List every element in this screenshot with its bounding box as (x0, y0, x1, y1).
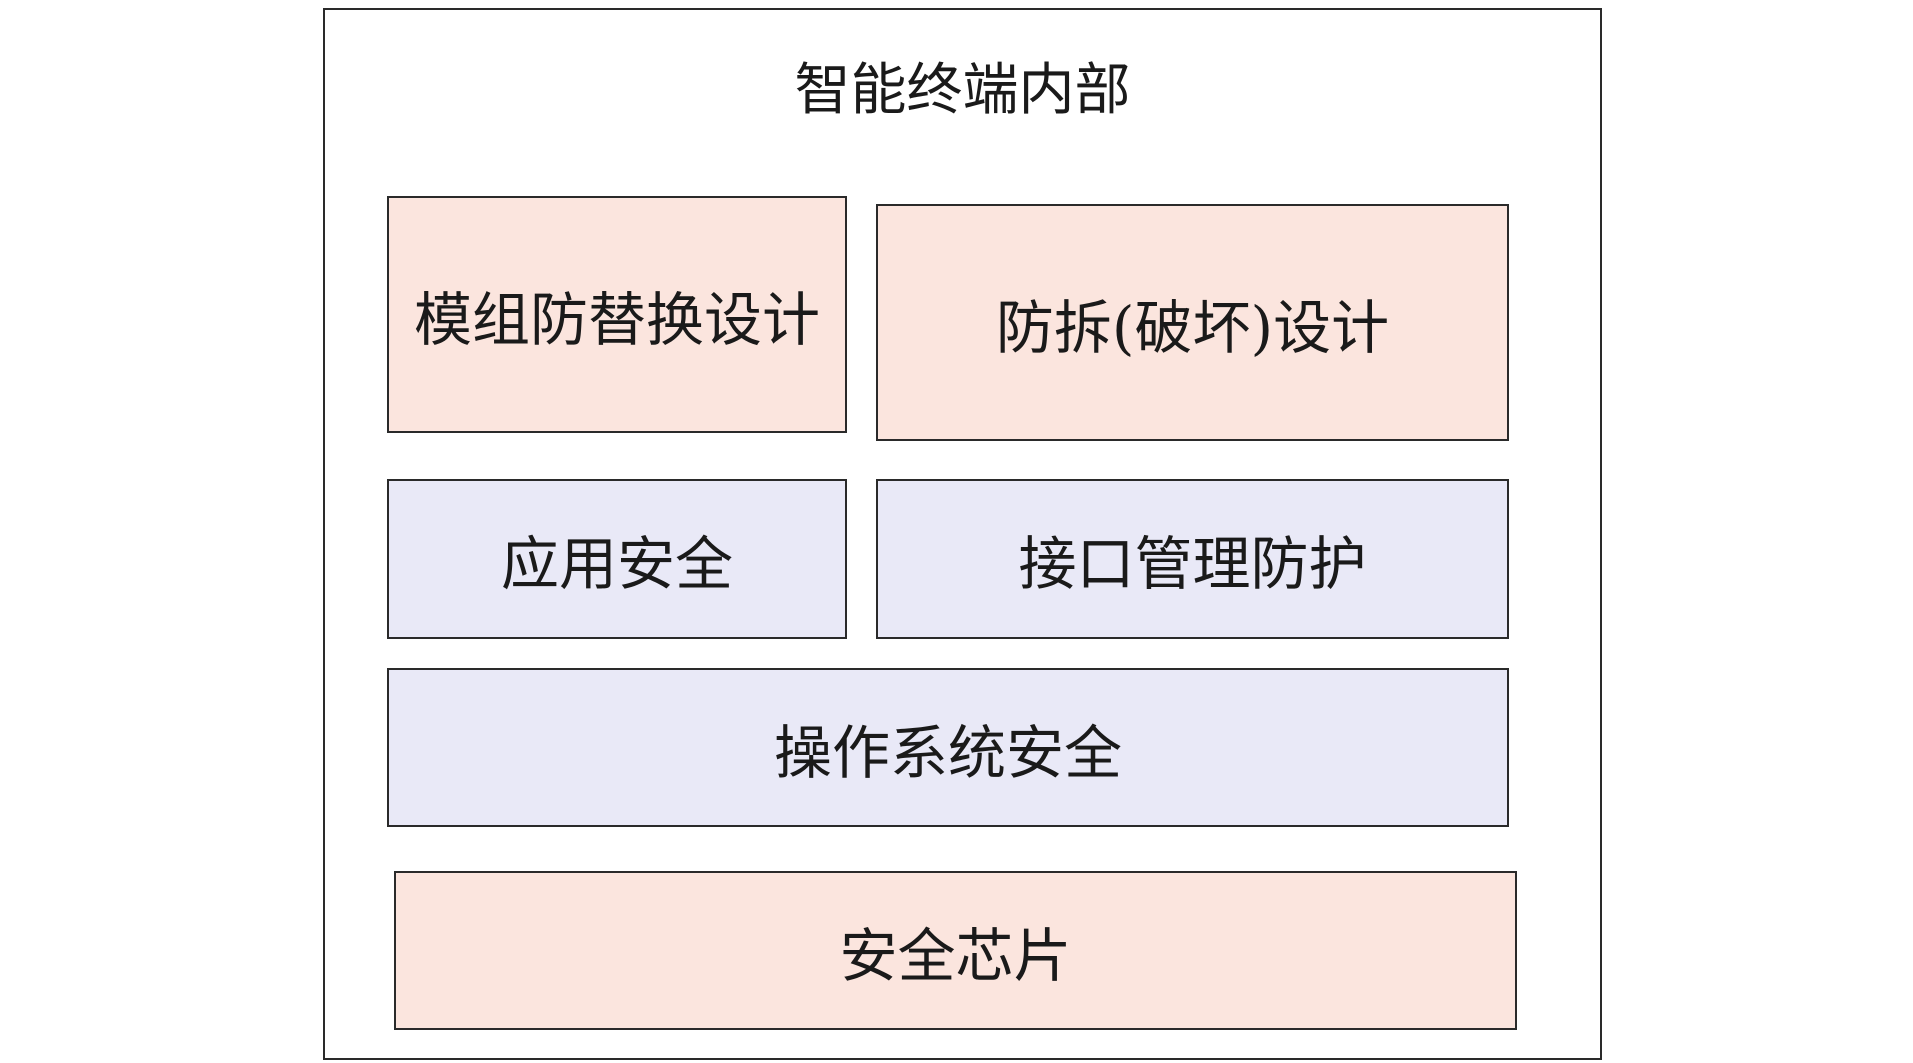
os-security-block: 操作系统安全 (387, 668, 1509, 827)
anti-tamper-block: 防拆(破坏)设计 (876, 204, 1509, 441)
interface-protection-block: 接口管理防护 (876, 479, 1509, 639)
application-security-block: 应用安全 (387, 479, 847, 639)
diagram-title: 智能终端内部 (794, 58, 1131, 123)
security-chip-block: 安全芯片 (394, 871, 1517, 1030)
module-anti-replacement-block: 模组防替换设计 (387, 196, 847, 433)
